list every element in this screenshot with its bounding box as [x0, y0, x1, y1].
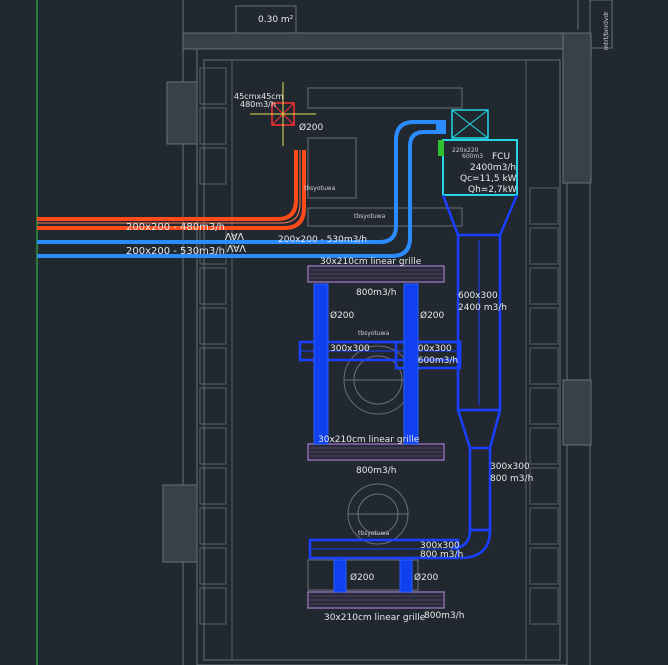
vav-supply-label: 200x200 - 480m3/h: [126, 222, 225, 233]
fcu-qh: Qh=2,7kW: [468, 185, 517, 195]
small-note-2: tbsyotuwa: [354, 213, 386, 220]
main-lower-flow: 800 m3/h: [490, 474, 533, 484]
exhaust-grille-dia: Ø200: [299, 122, 324, 133]
grille-mid-label: 30x210cm linear grille: [318, 435, 420, 445]
small-note-4: tbsyotuwa: [358, 530, 390, 537]
fcu-flow: 2400m3/h: [470, 163, 516, 173]
supply-drops: [313, 283, 419, 593]
dia-2: Ø200: [420, 310, 445, 321]
branch3-size: 300x300: [420, 541, 460, 551]
grille-bottom-flow: 800m3/h: [424, 611, 464, 621]
vav-second-tag: VAV: [227, 242, 246, 253]
branch2-size: 400x300: [412, 344, 452, 354]
linear-grilles: [307, 265, 445, 609]
dia-3: Ø200: [350, 572, 375, 583]
fcu-small-1: 220x220: [452, 147, 479, 154]
fcu-connector: [438, 140, 444, 156]
main-upper-flow: 2400 m3/h: [458, 303, 507, 313]
architecture: [36, 0, 613, 665]
small-note-1: tbsyotuwa: [304, 185, 336, 192]
vav-duct-cap: [436, 120, 446, 134]
fcu-small-2: 600m3: [462, 153, 483, 160]
main-upper-size: 600x300: [458, 291, 498, 301]
branch3-flow: 800 m3/h: [420, 550, 463, 560]
fcu-qc: Qc=11,5 kW: [460, 174, 517, 184]
corner-text: mtrt/bnrdvdr: [603, 11, 610, 50]
grille-top-label: 30x210cm linear grille: [320, 257, 422, 267]
supply-main-duct: [441, 194, 519, 560]
fcu-unit: [438, 109, 518, 196]
vav-supply-duct: [37, 120, 446, 258]
grille-bottom-label: 30x210cm linear grille: [324, 613, 426, 623]
supply-branch-upper: [298, 340, 462, 370]
branch1-size: 300x300: [330, 344, 370, 354]
exhaust-grille-size: 45cmx45cm: [234, 92, 284, 101]
dia-1: Ø200: [330, 310, 355, 321]
area-label: 0.30 m²: [258, 15, 294, 25]
supply-branch-lower: [308, 538, 460, 560]
exhaust-duct: [37, 150, 306, 230]
dia-4: Ø200: [414, 572, 439, 583]
grille-mid-flow: 800m3/h: [356, 466, 396, 476]
vav-supply-tag: VAV: [225, 230, 244, 241]
branch2-flow: 1600m3/h: [412, 356, 458, 366]
small-note-3: tbsyotuwa: [358, 330, 390, 337]
vav-second-label: 200x200 - 530m3/h: [126, 246, 225, 257]
grille-top-flow: 800m3/h: [356, 288, 396, 298]
fcu-name: FCU: [492, 152, 510, 162]
main-lower-size: 300x300: [490, 462, 530, 472]
exhaust-grille-target: [250, 82, 316, 146]
exhaust-grille-flow: 480m3/h: [240, 100, 276, 109]
vav-duct-label: 200x200 - 530m3/h: [278, 235, 367, 245]
